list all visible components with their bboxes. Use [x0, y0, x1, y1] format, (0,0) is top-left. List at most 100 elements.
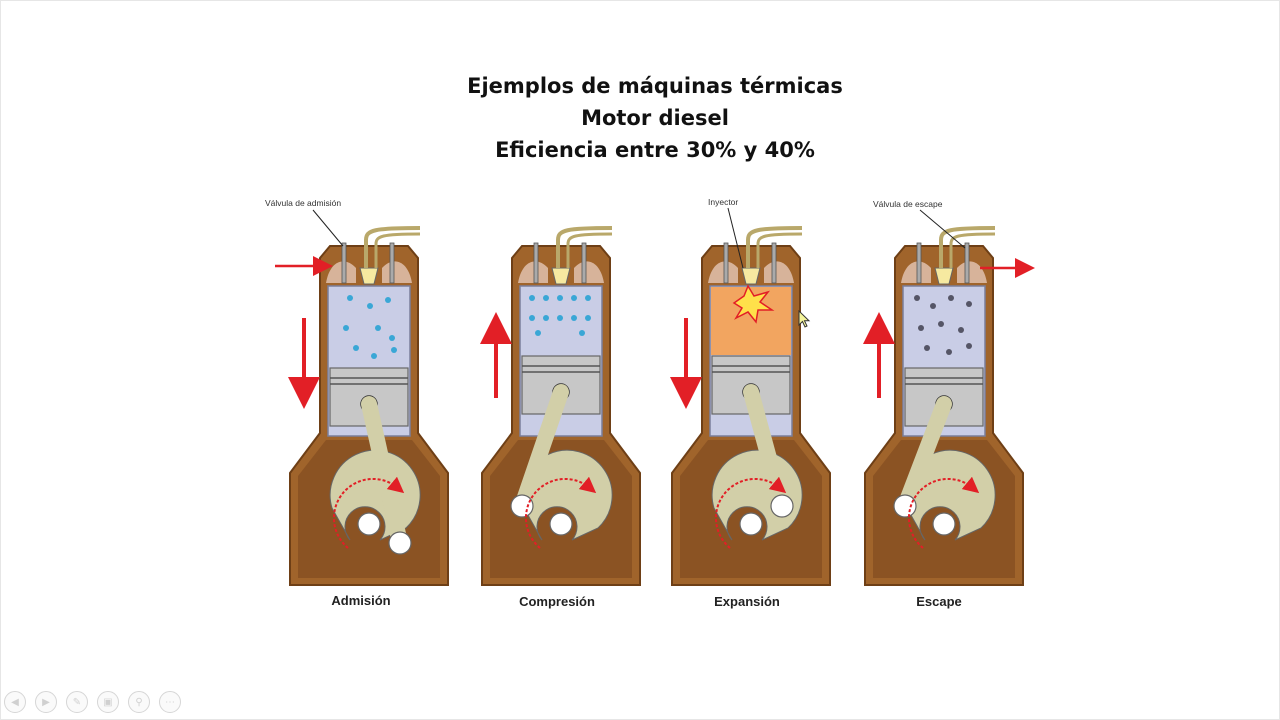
- air-particle: [585, 295, 591, 301]
- injector: [934, 267, 954, 285]
- air-particle: [579, 330, 585, 336]
- stage-escape: [863, 226, 1024, 586]
- fuel-line: [364, 226, 421, 268]
- air-particle: [367, 303, 373, 309]
- exhaust-particle: [958, 327, 964, 333]
- air-particle: [557, 295, 563, 301]
- exhaust-particle: [938, 321, 944, 327]
- mouse-cursor-icon: [798, 310, 811, 328]
- air-particle: [529, 295, 535, 301]
- air-particle: [571, 295, 577, 301]
- valve-stem-right: [964, 242, 970, 284]
- head-port-left: [901, 261, 931, 283]
- rotation-arrow: [332, 476, 405, 549]
- crank-pin: [388, 531, 412, 555]
- title-line-3: Eficiencia entre 30% y 40%: [495, 138, 815, 162]
- crankshaft: [357, 512, 381, 536]
- crankshaft: [932, 512, 956, 536]
- zoom-icon[interactable]: ⚲: [128, 691, 150, 713]
- injector: [551, 267, 571, 285]
- valve-stem-right: [389, 242, 395, 284]
- fuel-line-2: [756, 232, 803, 268]
- valve-stem-right: [771, 242, 777, 284]
- fuel-line: [939, 226, 996, 268]
- valve-stem-right: [581, 242, 587, 284]
- exhaust-particle: [948, 295, 954, 301]
- explosion-icon: [732, 284, 775, 324]
- valve-stem-left: [341, 242, 347, 284]
- air-particle: [543, 315, 549, 321]
- pen-icon[interactable]: ✎: [66, 691, 88, 713]
- air-particle: [371, 353, 377, 359]
- stage-label-escape: Escape: [916, 594, 962, 609]
- fuel-line: [746, 226, 803, 268]
- exhaust-particle: [924, 345, 930, 351]
- air-particle: [535, 330, 541, 336]
- fuel-line-2: [374, 232, 421, 268]
- crankshaft: [549, 512, 573, 536]
- next-icon[interactable]: ▶: [35, 691, 57, 713]
- callout-inyector: Inyector: [708, 197, 738, 207]
- stage-label-admision: Admisión: [331, 593, 390, 608]
- head-port-right: [574, 261, 604, 283]
- exhaust-particle: [914, 295, 920, 301]
- valve-stem-left: [723, 242, 729, 284]
- head-port-left: [518, 261, 548, 283]
- crankshaft: [739, 512, 763, 536]
- valve-stem-left: [916, 242, 922, 284]
- air-particle: [347, 295, 353, 301]
- air-particle: [391, 347, 397, 353]
- connecting-rod: [897, 396, 952, 514]
- air-particle: [543, 295, 549, 301]
- rotation-arrow: [524, 476, 597, 549]
- callout-valvula-admision: Válvula de admisión: [265, 198, 341, 208]
- connecting-rod: [361, 396, 408, 551]
- head-port-right: [764, 261, 794, 283]
- air-particle: [375, 325, 381, 331]
- exhaust-particle: [918, 325, 924, 331]
- slide-title: Ejemplos de máquinas térmicas Motor dies…: [0, 70, 1280, 166]
- injector: [359, 267, 379, 285]
- exhaust-particle: [966, 301, 972, 307]
- air-particle: [571, 315, 577, 321]
- valve-stem-left: [533, 242, 539, 284]
- air-particle: [585, 315, 591, 321]
- fuel-line-2: [949, 232, 996, 268]
- stage-expansion: [670, 226, 831, 586]
- crank-pin: [770, 494, 794, 518]
- title-line-1: Ejemplos de máquinas térmicas: [467, 74, 843, 98]
- exhaust-particle: [966, 343, 972, 349]
- exhaust-particle: [930, 303, 936, 309]
- stage-label-expansion: Expansión: [714, 594, 780, 609]
- head-port-left: [326, 261, 356, 283]
- connecting-rod: [514, 384, 569, 514]
- crank-pin: [893, 494, 917, 518]
- fuel-line: [556, 226, 613, 268]
- engine-strokes-svg: Admisión Compresión Expansión Escape Vál…: [265, 197, 1035, 609]
- stage-admision: [288, 226, 449, 586]
- head-port-left: [708, 261, 738, 283]
- fuel-line-2: [566, 232, 613, 268]
- diesel-engine-diagram: Admisión Compresión Expansión Escape Vál…: [245, 188, 1040, 623]
- air-particle: [343, 325, 349, 331]
- rotation-arrow: [907, 476, 980, 549]
- previous-icon[interactable]: ◀: [4, 691, 26, 713]
- crank-pin: [510, 494, 534, 518]
- more-icon[interactable]: ⋯: [159, 691, 181, 713]
- air-particle: [385, 297, 391, 303]
- air-particle: [353, 345, 359, 351]
- exhaust-particle: [946, 349, 952, 355]
- air-particle: [557, 315, 563, 321]
- title-line-2: Motor diesel: [581, 106, 729, 130]
- stage-compresion: [480, 226, 641, 586]
- air-particle: [529, 315, 535, 321]
- rotation-arrow: [714, 476, 787, 549]
- callout-leader-admision: [312, 209, 344, 247]
- head-port-right: [382, 261, 412, 283]
- head-port-right: [957, 261, 987, 283]
- slides-icon[interactable]: ▣: [97, 691, 119, 713]
- injector: [741, 267, 761, 285]
- stage-label-compresion: Compresión: [519, 594, 595, 609]
- callout-valvula-escape: Válvula de escape: [873, 199, 943, 209]
